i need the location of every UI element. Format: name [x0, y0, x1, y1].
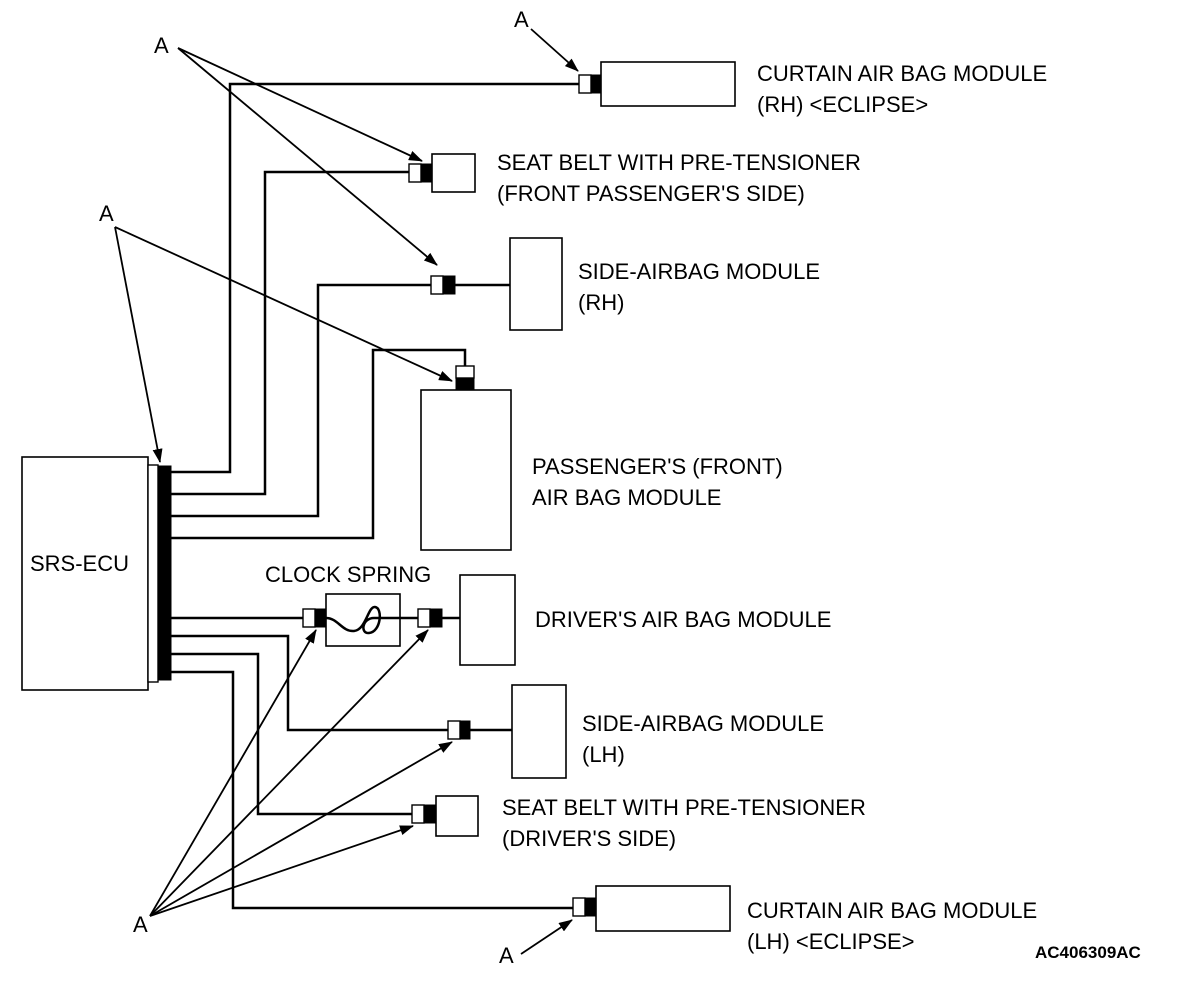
callout-a-label: A — [154, 33, 169, 58]
callout-arrow — [114, 226, 453, 382]
seat-belt-driver-label-2: (DRIVER'S SIDE) — [502, 826, 676, 851]
callout-arrow — [149, 825, 414, 917]
side-airbag-lh-label-2: (LH) — [582, 742, 625, 767]
seat-belt-passenger-label-1: SEAT BELT WITH PRE-TENSIONER — [497, 150, 861, 175]
wire-seat-belt-passenger — [171, 170, 409, 496]
connector — [302, 608, 327, 628]
connector — [447, 720, 471, 740]
ecu-connector — [157, 465, 172, 681]
seat-belt-driver-module — [435, 795, 479, 837]
passenger-front-label-1: PASSENGER'S (FRONT) — [532, 454, 783, 479]
clock-spring-coil — [325, 605, 400, 635]
figure-code: AC406309AC — [1035, 943, 1141, 962]
callout-a-label: A — [133, 912, 148, 937]
callout-arrow — [530, 28, 579, 72]
driver-airbag-module — [459, 574, 516, 666]
connector — [417, 608, 443, 628]
seat-belt-driver-label-1: SEAT BELT WITH PRE-TENSIONER — [502, 795, 866, 820]
curtain-airbag-lh-module — [595, 885, 731, 932]
side-airbag-rh-label-1: SIDE-AIRBAG MODULE — [578, 259, 820, 284]
curtain-rh-label-1: CURTAIN AIR BAG MODULE — [757, 61, 1047, 86]
curtain-lh-label-1: CURTAIN AIR BAG MODULE — [747, 898, 1037, 923]
clock-spring-box — [325, 593, 401, 647]
callout-arrow — [177, 47, 438, 266]
clock-spring-label: CLOCK SPRING — [265, 562, 431, 587]
side-airbag-rh-module — [509, 237, 563, 331]
curtain-airbag-rh-module — [600, 61, 736, 107]
side-airbag-lh-module — [511, 684, 567, 779]
connector — [455, 365, 475, 391]
curtain-rh-label-2: (RH) <ECLIPSE> — [757, 92, 928, 117]
curtain-lh-label-2: (LH) <ECLIPSE> — [747, 929, 915, 954]
callout-arrow — [177, 47, 423, 162]
connector — [408, 163, 433, 183]
callout-arrow — [149, 629, 317, 917]
callout-arrow — [114, 226, 163, 463]
connector — [411, 804, 437, 824]
connector — [572, 897, 597, 917]
wire-curtain-lh — [171, 670, 573, 910]
connector — [578, 74, 602, 94]
callout-a-label: A — [499, 943, 514, 968]
connector — [430, 275, 456, 295]
srs-ecu-box — [21, 456, 149, 691]
wire-side-airbag-rh — [171, 283, 431, 518]
callout-arrow — [149, 629, 429, 917]
wire-curtain-rh — [171, 82, 579, 474]
ecu-connector-shell — [147, 464, 159, 683]
seat-belt-passenger-module — [431, 153, 476, 193]
driver-airbag-label: DRIVER'S AIR BAG MODULE — [535, 607, 831, 632]
seat-belt-passenger-label-2: (FRONT PASSENGER'S SIDE) — [497, 181, 805, 206]
callout-arrow — [520, 919, 573, 955]
callout-a-label: A — [514, 7, 529, 32]
callout-a-label: A — [99, 201, 114, 226]
side-airbag-lh-label-1: SIDE-AIRBAG MODULE — [582, 711, 824, 736]
callout-arrow — [149, 741, 453, 917]
passenger-front-airbag-module — [420, 389, 512, 551]
passenger-front-label-2: AIR BAG MODULE — [532, 485, 721, 510]
wire-passenger-front — [171, 348, 467, 540]
wire-seat-belt-driver — [171, 652, 412, 816]
wire-side-airbag-lh — [171, 634, 448, 732]
srs-ecu-label: SRS-ECU — [30, 551, 129, 576]
side-airbag-rh-label-2: (RH) — [578, 290, 624, 315]
